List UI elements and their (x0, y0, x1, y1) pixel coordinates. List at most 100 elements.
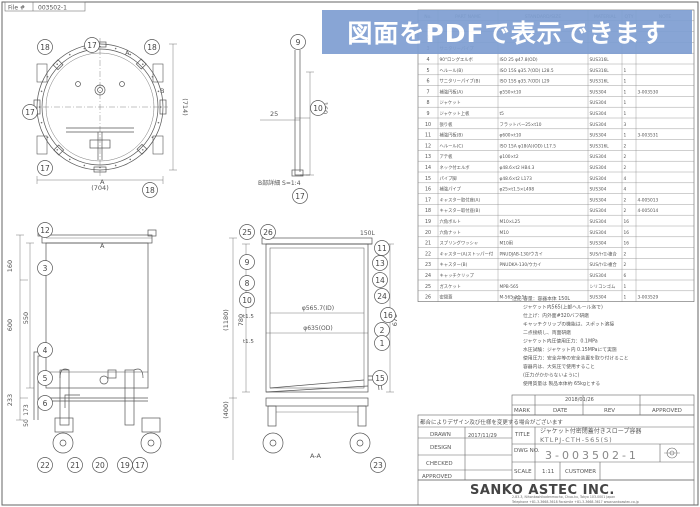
parts-cell: SUS304 (590, 165, 607, 171)
bolt-hole (157, 121, 160, 124)
company-name: SANKO ASTEC INC. (470, 483, 615, 498)
parts-cell: キャスター(B) (440, 261, 468, 268)
parts-cell: 2 (624, 262, 627, 268)
section-view-balloon (370, 457, 386, 473)
parts-cell: PNUDKA-130/ウカイ (500, 261, 542, 268)
drawn-date: 2017/11/29 (468, 433, 497, 439)
parts-cell: 4 (624, 176, 627, 182)
dim-150l: 150L (360, 230, 375, 237)
parts-cell: 3-003531 (638, 133, 659, 139)
front-view-balloon-number: 12 (40, 226, 50, 235)
parts-cell: SUS316L (590, 57, 610, 63)
file-label: File # (8, 5, 25, 12)
parts-cell: SUS304 (590, 133, 607, 139)
parts-cell: φ100×t2 (500, 154, 519, 160)
top-view-balloon-number: 18 (40, 43, 50, 52)
section-view-balloon (239, 292, 255, 308)
parts-cell: ヘルール(C) (440, 143, 464, 149)
dim-160-front: 160 (6, 260, 14, 272)
top-view-balloon-number: 9 (296, 38, 301, 47)
parts-cell: φ550×t10 (500, 89, 522, 95)
front-view-balloon (67, 457, 83, 473)
bolt-hole (56, 148, 59, 151)
parts-cell: M10用 (500, 241, 513, 247)
parts-cell: 2 (624, 143, 627, 149)
dim-565: φ565.7(ID) (302, 305, 334, 312)
parts-cell: t5 (500, 111, 505, 117)
parts-cell: 補強円板(B) (440, 132, 464, 139)
top-view-balloon (37, 39, 53, 55)
top-view-balloon-number: 10 (313, 104, 323, 113)
pdf-banner-text[interactable]: 図面をPDFで表示できます (347, 19, 667, 48)
bolt-hole (114, 47, 117, 50)
company-contact: Telephone +81-3-3668-3618 Facsimile +81-… (511, 500, 639, 504)
parts-cell: 8 (426, 100, 429, 106)
parts-cell: 1 (624, 89, 627, 95)
parts-cell: 22 (425, 251, 431, 257)
top-view-balloon (22, 104, 38, 120)
title-text: ジャケット付密閉蓋付きスロープ容器 (540, 427, 641, 435)
front-view (16, 229, 162, 454)
bolt-hole (129, 53, 132, 56)
section-view-balloon (372, 272, 388, 288)
parts-cell: 3 (624, 122, 627, 128)
top-view-balloon-number: 18 (145, 186, 155, 195)
parts-cell: SUS304 (590, 273, 607, 279)
bolt-hole (40, 121, 43, 124)
bolt-hole (56, 63, 59, 66)
top-view-balloon (310, 100, 326, 116)
front-view-balloon-number: 21 (70, 461, 80, 470)
parts-cell: 24 (425, 273, 431, 279)
parts-cell: SUS304 (590, 122, 607, 128)
section-view-balloon (380, 307, 396, 323)
parts-cell: 六角ナット (440, 229, 461, 236)
bolt-hole (40, 90, 43, 93)
section-view-balloon-number: 10 (242, 296, 252, 305)
front-view-balloon (37, 370, 53, 386)
parts-cell: 1 (624, 68, 627, 74)
section-view-balloon (372, 370, 388, 386)
parts-cell: 4-005013 (638, 197, 659, 203)
section-view-balloon (372, 255, 388, 271)
section-view-balloon-number: 15 (375, 374, 385, 383)
dim-400: (400) (222, 401, 230, 418)
parts-cell: 補強パイプ (440, 186, 462, 193)
parts-cell: 1 (624, 284, 627, 290)
parts-cell: 2 (624, 208, 627, 214)
note-line: キャッチクリップの機能は、スポット溶接 (523, 321, 614, 328)
note-line: 容器内は、大気圧で使用すること (523, 363, 595, 370)
bolt-hole (141, 148, 144, 151)
parts-cell: SUS304 (590, 208, 607, 214)
parts-cell: 1 (624, 133, 627, 139)
parts-cell: SUS316L (590, 68, 610, 74)
bolt-hole (83, 164, 86, 167)
section-view-balloon (374, 288, 390, 304)
pdf-banner[interactable]: 図面をPDFで表示できます (322, 10, 692, 54)
parts-cell: SUS304 (590, 219, 607, 225)
dim-550: 550 (22, 312, 30, 324)
section-view-balloon-number: 8 (245, 279, 250, 288)
parts-cell: ジャケット上板 (440, 110, 471, 117)
front-view-balloon (37, 342, 53, 358)
parts-cell: ISO 15A φ18(A)(OD) L17.5 (500, 143, 557, 149)
parts-cell: 7 (426, 89, 429, 95)
parts-cell: 13 (425, 154, 431, 160)
section-view-balloon (239, 254, 255, 270)
parts-cell: ISO 15S φ35.7(OD) L29 (500, 79, 550, 85)
parts-cell: キャスター取付座(A) (440, 196, 481, 203)
parts-cell: SUS304 (590, 230, 607, 236)
parts-cell: φ600×t10 (500, 133, 522, 139)
dim-t15: t1.5 (243, 314, 254, 320)
parts-cell: 17 (425, 197, 431, 203)
scale-value: 1:11 (542, 469, 554, 475)
parts-cell: 5 (426, 68, 429, 74)
view-b-mark: B (160, 87, 164, 95)
parts-cell: SUS304 (590, 241, 607, 247)
parts-cell: 1 (624, 111, 627, 117)
parts-cell: SUS304 (590, 197, 607, 203)
dim-25: 25 (270, 110, 278, 118)
parts-cell: 11 (425, 133, 431, 139)
dim-670: 670 (391, 314, 399, 326)
parts-cell: 4 (624, 187, 627, 193)
